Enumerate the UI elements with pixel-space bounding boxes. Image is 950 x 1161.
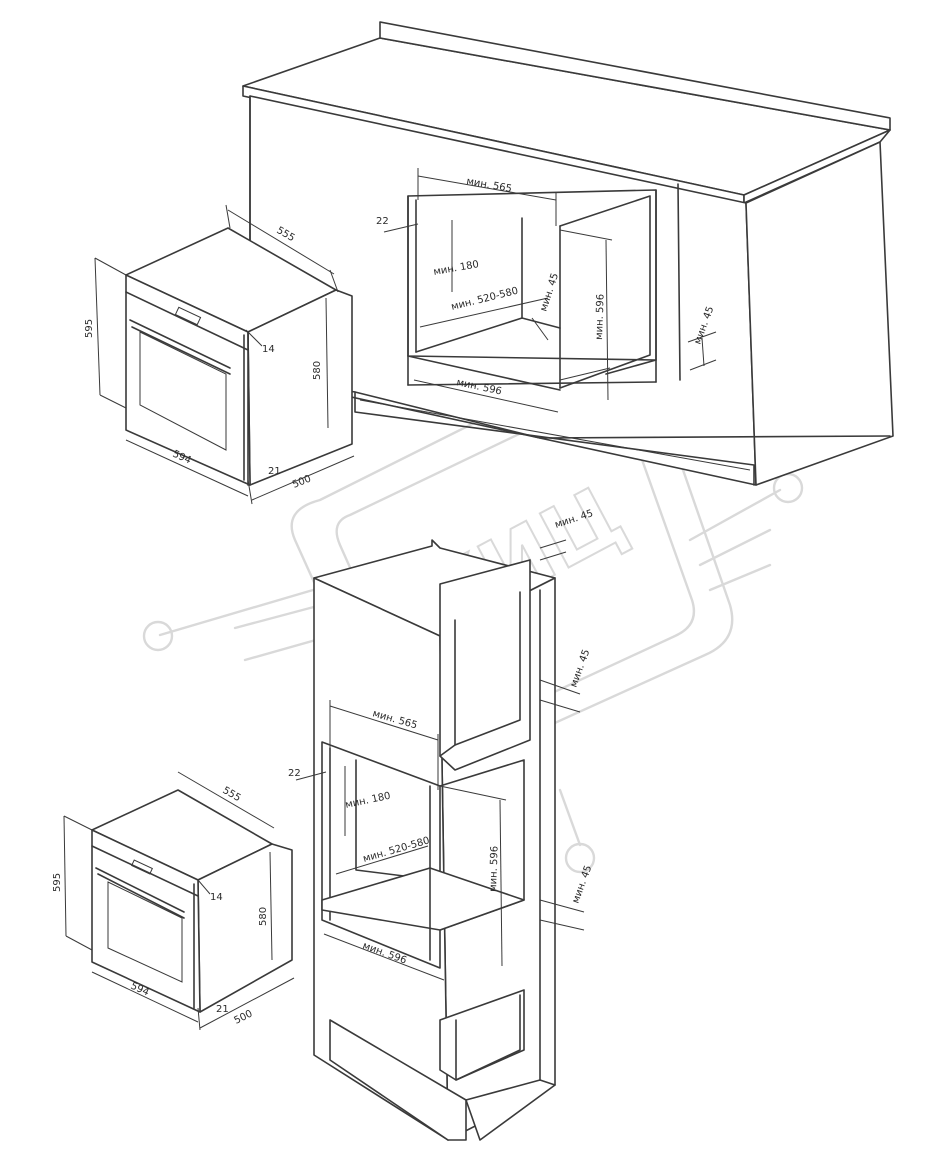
- oven-panel-bottom: [125, 291, 249, 351]
- oven-display: [174, 306, 202, 326]
- col-dim-top-gap: [539, 539, 567, 549]
- bottom-oven-body-height-label: 580: [258, 907, 269, 926]
- bottom-oven-window: [107, 881, 183, 983]
- oven-front-face: [125, 274, 251, 486]
- bottom-oven-panel-bottom: [91, 845, 199, 897]
- dim-width-line: [417, 175, 557, 201]
- column-height-label: мин. 596: [488, 846, 501, 892]
- column-cabinet: мин. 45 мин. 45 мин. 565 22 мин. 180 мин…: [288, 508, 595, 1141]
- dim-side-gap: [383, 223, 419, 233]
- col-dim-bottom-width: [323, 933, 445, 981]
- bottom-oven-dim-door: [197, 1007, 201, 1031]
- col-dim-height-ext: [439, 785, 507, 801]
- bottom-oven-display: [131, 859, 153, 875]
- bottom-oven-depth-body-label: 500: [232, 1008, 254, 1026]
- bottom-oven-dim-width: [91, 971, 199, 1023]
- top-oven-height-total-label: 595: [84, 319, 95, 338]
- plinth-line: [359, 399, 751, 471]
- column-opening-floor: [321, 867, 525, 931]
- col-dim-lower-gap-2: [539, 919, 585, 931]
- oven-dim-width: [125, 439, 249, 497]
- oven-window: [139, 331, 227, 451]
- oven-dim-height: [94, 257, 101, 396]
- column-plinth: [329, 1019, 467, 1141]
- cabinet-floor-line: [354, 391, 891, 439]
- watermark-line-right: [688, 488, 782, 542]
- bottom-oven: 555 595 14 580 594 21 500: [52, 771, 295, 1031]
- column-upper-niche: [439, 559, 531, 771]
- oven-dim-depth-top-ext-r: [329, 269, 339, 293]
- oven-handle-2: [131, 326, 231, 375]
- top-cabinet-side-gap-label: 22: [376, 216, 389, 227]
- oven-dim-door: [247, 479, 253, 505]
- watermark-line-right-2: [698, 528, 772, 567]
- opening-base: [407, 381, 657, 386]
- oven-dim-depth-body: [251, 455, 355, 501]
- dim-height: [605, 239, 609, 401]
- oven-dim-height-ext-t: [94, 257, 127, 276]
- watermark-line-right-3: [708, 563, 772, 592]
- bottom-oven-dim-height-ext-b: [65, 935, 93, 951]
- vent-slot: [559, 367, 611, 381]
- dim-right-gap: [687, 331, 717, 343]
- bottom-oven-height-total-label: 595: [52, 873, 63, 892]
- bottom-oven-dim-depth-top: [177, 771, 275, 829]
- col-dim-height: [499, 799, 503, 967]
- watermark-line-bottom: [558, 788, 582, 847]
- lower-niche-inner: [455, 994, 521, 1081]
- cabinet-side: [745, 141, 894, 486]
- dim-depth: [419, 297, 549, 328]
- top-oven-panel-label: 14: [262, 344, 275, 355]
- bottom-oven-depth-top-label: 555: [221, 785, 243, 804]
- watermark-circle-bottom: [564, 842, 596, 874]
- bottom-oven-dim-panel: [197, 879, 211, 895]
- top-oven: 555 595 14 580 594 21 500: [84, 204, 355, 505]
- oven-handle: [129, 319, 231, 369]
- upper-niche-inner: [454, 591, 521, 746]
- bottom-oven-handle: [95, 867, 185, 913]
- dim-bottom-width: [413, 379, 559, 413]
- watermark-circle-right: [772, 472, 804, 504]
- bottom-oven-dim-height: [63, 815, 67, 937]
- oven-dim-height-ext-b: [99, 394, 127, 409]
- col-dim-upper-gap: [539, 679, 581, 695]
- bottom-oven-panel-label: 14: [210, 892, 223, 903]
- bottom-oven-front-face: [91, 829, 201, 1013]
- col-dim-side-gap: [295, 771, 327, 781]
- dim-back-gap: [531, 317, 549, 341]
- top-oven-depth-body-label: 500: [291, 473, 313, 490]
- opening-back-bottom: [521, 317, 561, 329]
- oven-dim-depth-top: [227, 209, 335, 275]
- cabinet-side-inner: [677, 183, 681, 381]
- column-plinth-side: [465, 1079, 556, 1141]
- oven-dim-body-height: [325, 297, 329, 429]
- col-dim-top-gap-2: [539, 551, 567, 561]
- oven-dim-panel: [245, 329, 263, 347]
- col-dim-depth: [335, 845, 429, 875]
- bottom-oven-dim-depth-body: [199, 977, 295, 1029]
- col-dim-width: [329, 705, 439, 741]
- top-oven-door-label: 21: [268, 466, 281, 477]
- opening-right-panel: [559, 195, 651, 389]
- top-cabinet-height-label: мин. 596: [594, 294, 607, 340]
- column-side-gap-label: 22: [288, 768, 301, 779]
- col-dim-upper-gap-2: [539, 699, 581, 713]
- bottom-oven-dim-body-height: [269, 851, 273, 961]
- column-upper-gap-label: мин. 45: [568, 648, 592, 689]
- dim-right-gap-2: [689, 359, 717, 371]
- upper-niche-shelf: [439, 744, 456, 757]
- bottom-oven-handle-2: [97, 873, 185, 919]
- top-cabinet: мин. 565 22 мин. 180 мин. 520-580 мин. 4…: [242, 21, 894, 486]
- watermark-circle-left: [142, 620, 174, 652]
- col-dim-lower-gap: [539, 899, 585, 913]
- dim-right-gap-arrow: [701, 337, 705, 367]
- top-oven-body-height-label: 580: [312, 361, 323, 380]
- dim-height-ext-top: [559, 229, 613, 241]
- bottom-oven-door-label: 21: [216, 1004, 229, 1015]
- bottom-oven-dim-height-ext-t: [63, 815, 93, 831]
- oven-dim-depth-top-ext-l: [225, 204, 231, 229]
- watermark-line-left: [158, 583, 332, 637]
